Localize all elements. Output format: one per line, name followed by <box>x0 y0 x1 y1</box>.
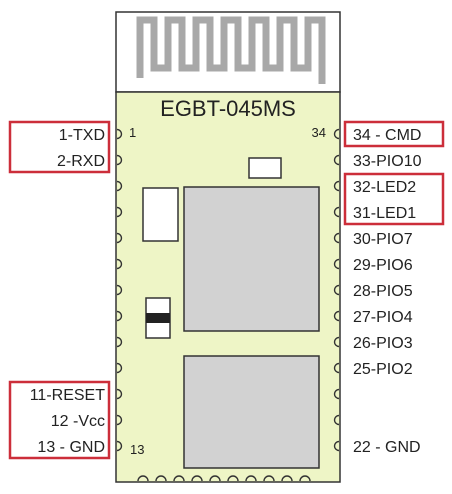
right-pin-label: 26-PIO3 <box>353 335 413 352</box>
smd-component-small-band <box>146 313 170 323</box>
left-pin-label: 1-TXD <box>59 127 105 144</box>
left-pad-10 <box>116 362 123 374</box>
bottom-pad-2 <box>155 475 167 482</box>
left-pin-label: 11-RESET <box>30 387 106 404</box>
right-pin-label: 29-PIO6 <box>353 257 413 274</box>
right-pin-label: 33-PIO10 <box>353 153 422 170</box>
left-pad-2 <box>116 154 123 166</box>
right-pin-label: 34 - CMD <box>353 127 421 144</box>
bottom-pad-1 <box>137 475 149 482</box>
memory-chip <box>183 355 320 469</box>
left-pad-4 <box>116 206 123 218</box>
right-pad-3 <box>333 180 340 192</box>
left-pad-7 <box>116 284 123 296</box>
right-pad-10 <box>333 362 340 374</box>
right-pin-label: 25-PIO2 <box>353 361 413 378</box>
right-highlight-box-1 <box>343 120 445 148</box>
smd-component-top <box>248 157 282 179</box>
left-pad-8 <box>116 310 123 322</box>
left-pad-5 <box>116 232 123 244</box>
left-highlight-box-2 <box>8 380 111 460</box>
antenna-trace <box>136 16 326 84</box>
left-pad-6 <box>116 258 123 270</box>
right-pad-9 <box>333 336 340 348</box>
corner-number-13: 13 <box>130 442 144 457</box>
right-highlight-box-2 <box>343 172 445 226</box>
right-pin-label: 30-PIO7 <box>353 231 413 248</box>
right-pin-label: 32-LED2 <box>353 179 416 196</box>
left-pad-11 <box>116 388 123 400</box>
left-pad-13 <box>116 440 123 452</box>
bottom-pin-pads <box>137 475 311 482</box>
left-pin-label: 2-RXD <box>57 153 105 170</box>
bottom-pad-5 <box>209 475 221 482</box>
right-pad-1 <box>333 128 340 140</box>
left-highlight-box-1 <box>8 120 111 174</box>
right-pin-label: 27-PIO4 <box>353 309 413 326</box>
left-pad-12 <box>116 414 123 426</box>
corner-number-1: 1 <box>129 125 136 140</box>
right-pad-4 <box>333 206 340 218</box>
right-pin-labels: 34 - CMD 33-PIO10 32-LED2 31-LED1 30-PIO7 29-… <box>353 127 422 456</box>
right-pin-label: 22 - GND <box>353 439 421 456</box>
left-pin-label: 12 -Vcc <box>51 413 105 430</box>
right-pad-12 <box>333 414 340 426</box>
corner-number-34: 34 <box>312 125 326 140</box>
module-title: EGBT-045MS <box>160 96 296 121</box>
bottom-pad-7 <box>245 475 257 482</box>
right-pad-6 <box>333 258 340 270</box>
left-pin-label: 13 - GND <box>37 439 105 456</box>
left-pad-1 <box>116 128 123 140</box>
right-pad-2 <box>333 154 340 166</box>
right-pin-pads <box>333 128 340 452</box>
right-pad-8 <box>333 310 340 322</box>
right-pad-13 <box>333 440 340 452</box>
right-pad-7 <box>333 284 340 296</box>
right-pad-11 <box>333 388 340 400</box>
pin-highlights <box>8 120 445 460</box>
bottom-pad-4 <box>191 475 203 482</box>
right-pin-label: 28-PIO5 <box>353 283 413 300</box>
bottom-pad-9 <box>281 475 293 482</box>
left-pad-3 <box>116 180 123 192</box>
bottom-pad-6 <box>227 475 239 482</box>
smd-component-left <box>142 187 179 242</box>
left-pad-9 <box>116 336 123 348</box>
left-pin-pads <box>116 128 123 452</box>
left-pin-labels: 1-TXD 2-RXD 11-RESET 12 -Vcc 13 - GND <box>30 127 106 456</box>
bottom-pad-8 <box>263 475 275 482</box>
bottom-pad-3 <box>173 475 185 482</box>
bottom-pad-10 <box>299 475 311 482</box>
main-chip <box>183 186 320 332</box>
right-pad-5 <box>333 232 340 244</box>
right-pin-label: 31-LED1 <box>353 205 416 222</box>
